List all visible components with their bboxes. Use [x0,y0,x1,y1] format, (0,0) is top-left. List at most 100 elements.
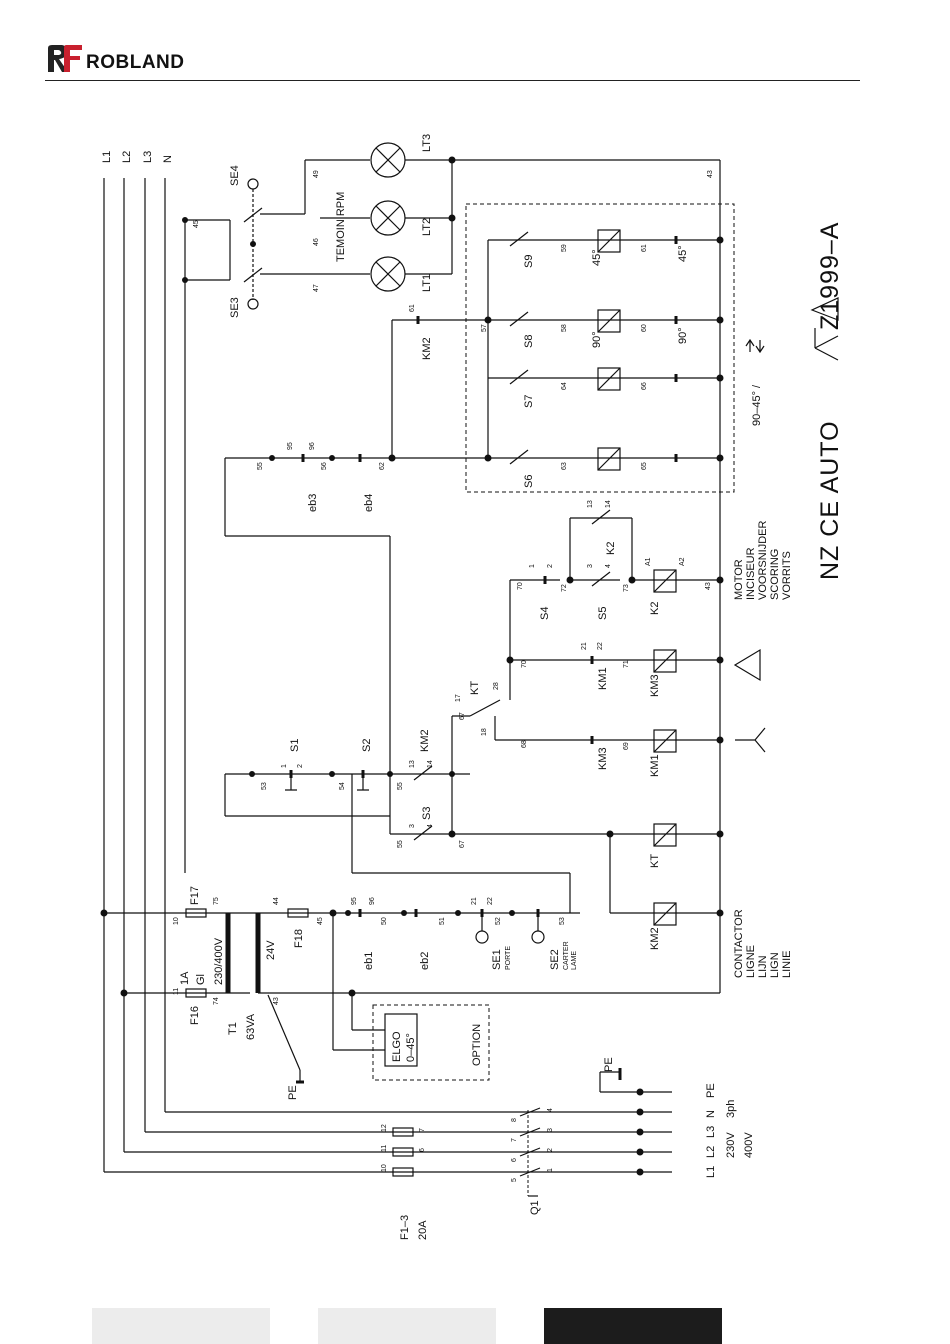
svg-text:53: 53 [261,782,268,790]
svg-text:72: 72 [561,584,568,592]
legend-motor-1: MOTOR [733,559,745,600]
se2-note-1: CARTER [563,941,570,970]
lt2-label: LT2 [421,218,433,236]
svg-text:65: 65 [641,462,648,470]
svg-text:58: 58 [561,324,568,332]
deg-45-coil: 45° [591,249,603,266]
legend-contactor-5: LINIE [781,950,793,978]
svg-text:69: 69 [623,742,630,750]
star-symbol [814,328,839,361]
footer-tab-3 [544,1308,722,1344]
header-divider [45,80,860,81]
f1-3-rating: 20A [417,1220,429,1240]
svg-text:21: 21 [581,642,588,650]
svg-text:3: 3 [409,824,416,828]
t1-power: 63VA [245,1013,257,1040]
line-l3-label: L3 [142,151,154,163]
svg-text:1: 1 [281,764,288,768]
supply-230v: 230V [725,1132,737,1158]
s8-label: S8 [523,335,535,348]
eb3-label: eb3 [307,494,319,512]
km2-top-label: KM2 [421,337,433,360]
svg-text:63: 63 [561,462,568,470]
out-l3: L3 [705,1126,717,1138]
robland-logo-mark-icon [48,45,82,72]
t1-secondary: 24V [265,940,277,960]
svg-text:1: 1 [547,1168,554,1172]
f16-type: Gl [195,974,207,985]
svg-text:70: 70 [517,582,524,590]
km2-coil-label: KM2 [649,927,661,950]
delta-symbol [810,297,839,321]
se4-label: SE4 [229,165,241,186]
svg-text:67: 67 [459,712,466,720]
svg-text:43: 43 [707,170,714,178]
q1-breaker-symbol [519,1107,541,1197]
q1-label: Q1 [529,1200,541,1215]
svg-text:67: 67 [459,840,466,848]
svg-text:74: 74 [213,997,220,1005]
svg-text:22: 22 [597,642,604,650]
svg-text:7: 7 [419,1128,426,1132]
svg-text:17: 17 [455,694,462,702]
svg-text:47: 47 [313,284,320,292]
svg-text:57: 57 [481,324,488,332]
deg-45-contact: 45° [677,245,689,262]
svg-text:61: 61 [409,304,416,312]
legend-contactor-1: CONTACTOR [733,909,745,978]
f1-3-label: F1–3 [399,1215,411,1240]
se1-note: PORTE [505,946,512,970]
svg-text:64: 64 [561,382,568,390]
km3-aux-label: KM3 [597,747,609,770]
svg-text:11: 11 [381,1145,388,1152]
svg-text:7: 7 [511,1138,518,1142]
svg-text:95: 95 [287,442,294,450]
kt-coil-label: KT [649,854,661,868]
svg-text:28: 28 [493,682,500,690]
lt1-label: LT1 [421,274,433,292]
svg-text:73: 73 [623,584,630,592]
svg-text:3: 3 [587,564,594,568]
tilt-control [224,203,765,774]
f18-label: F18 [293,929,305,948]
svg-text:75: 75 [213,897,220,905]
legend-motor-5: VORRITS [781,551,793,600]
svg-text:53: 53 [559,917,566,925]
svg-text:13: 13 [587,500,594,508]
legend-contactor-4: LIGN [769,952,781,978]
svg-text:2: 2 [547,564,554,568]
svg-text:60: 60 [641,324,648,332]
svg-text:14: 14 [427,760,434,768]
svg-text:45: 45 [193,220,200,228]
deg-90-coil: 90° [591,331,603,348]
svg-text:54: 54 [339,782,346,790]
se3-label: SE3 [229,297,241,318]
svg-text:46: 46 [313,238,320,246]
svg-text:22: 22 [487,897,494,905]
svg-text:6: 6 [511,1158,518,1162]
s3-label: S3 [421,807,433,820]
svg-text:2: 2 [547,1148,554,1152]
footer-tab-2 [318,1308,496,1344]
supply-400v: 400V [743,1132,755,1158]
svg-text:4: 4 [605,564,612,568]
svg-text:52: 52 [495,917,502,925]
k2-aux-label: K2 [605,542,617,555]
legend-tilt: 90–45° / [751,384,763,426]
out-l1: L1 [705,1166,717,1178]
option-label: OPTION [471,1024,483,1066]
svg-text:6: 6 [419,1148,426,1152]
km1-aux-label: KM1 [597,667,609,690]
svg-text:3: 3 [547,1128,554,1132]
transformer-section [100,908,720,1084]
svg-text:21: 21 [471,897,478,905]
eb1-label: eb1 [363,952,375,970]
text-labels: L1 L2 L3 N L1 L2 L3 N PE 230V 3ph 400V P… [101,134,844,1240]
f16-rating: 1A [179,971,191,985]
wire-numbers: 5 6 7 8 1 2 3 4 10 11 12 6 7 11 10 74 75… [173,170,714,1182]
svg-text:62: 62 [379,462,386,470]
svg-text:61: 61 [641,244,648,252]
svg-text:11: 11 [173,988,180,995]
se1-label: SE1 [491,949,503,970]
legend-contactor-3: LIJN [757,955,769,978]
